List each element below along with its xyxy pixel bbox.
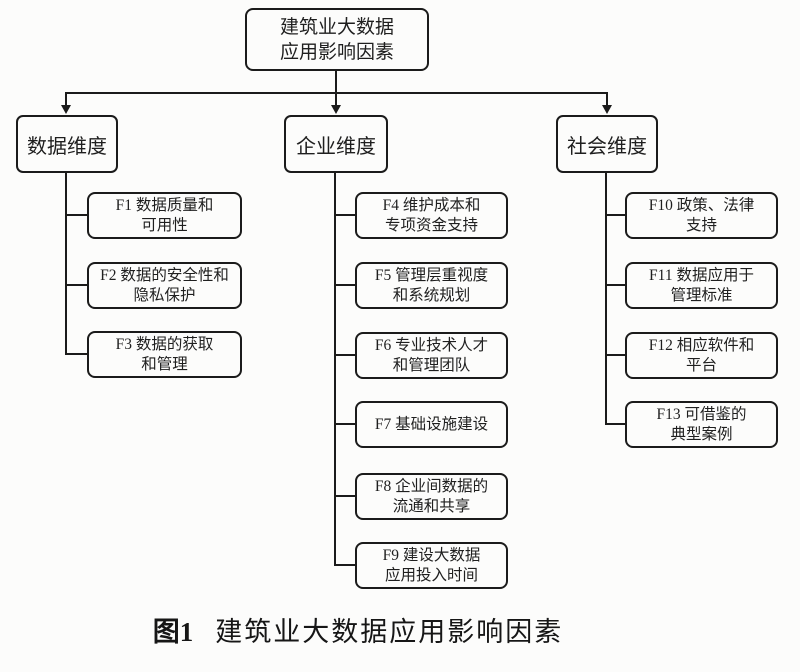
branch-label: 企业维度 bbox=[296, 135, 376, 158]
factor-label-line2: 流通和共享 bbox=[392, 497, 471, 515]
factor-label-line2: 平台 bbox=[685, 356, 717, 374]
connector-stub bbox=[605, 214, 626, 216]
factor-label-line1: F1 数据质量和 bbox=[115, 196, 214, 214]
factor-label-line2: 管理标准 bbox=[670, 286, 733, 304]
factor-label-line1: F5 管理层重视度 bbox=[374, 266, 489, 284]
factor-label-line2: 和系统规划 bbox=[392, 286, 471, 304]
factor-node-f1: F1 数据质量和 可用性 bbox=[87, 192, 242, 239]
factor-node-f6: F6 专业技术人才 和管理团队 bbox=[355, 332, 508, 379]
factor-node-f4: F4 维护成本和 专项资金支持 bbox=[355, 192, 508, 239]
branch-data-dimension: 数据维度 bbox=[16, 115, 118, 173]
factor-label-line1: F2 数据的安全性和 bbox=[100, 266, 229, 284]
factor-label-line1: F13 可借鉴的 bbox=[656, 405, 747, 423]
arrow-down-icon bbox=[331, 105, 341, 114]
connector-stub bbox=[334, 354, 356, 356]
arrow-down-icon bbox=[61, 105, 71, 114]
factor-label-line2: 应用投入时间 bbox=[384, 566, 478, 584]
branch-society-dimension: 社会维度 bbox=[556, 115, 658, 173]
figure-caption-number: 图1 bbox=[152, 617, 194, 647]
connector-stub bbox=[334, 214, 356, 216]
factor-node-f2: F2 数据的安全性和 隐私保护 bbox=[87, 262, 242, 309]
factor-label-line1: F7 基础设施建设 bbox=[374, 415, 489, 433]
connector-stub bbox=[65, 214, 88, 216]
root-label-line1: 建筑业大数据 bbox=[279, 16, 394, 38]
factor-label-line1: F11 数据应用于 bbox=[649, 266, 754, 284]
connector-trunk-enterprise bbox=[334, 173, 336, 566]
connector-stub bbox=[605, 284, 626, 286]
factor-node-f10: F10 政策、法律 支持 bbox=[625, 192, 778, 239]
branch-label: 社会维度 bbox=[567, 135, 647, 158]
factor-label-line2: 专项资金支持 bbox=[384, 216, 478, 234]
factor-label-line2: 可用性 bbox=[141, 216, 188, 234]
connector-stub bbox=[605, 354, 626, 356]
connector-stub bbox=[334, 564, 356, 566]
factor-node-f9: F9 建设大数据 应用投入时间 bbox=[355, 542, 508, 589]
connector-stub bbox=[334, 495, 356, 497]
connector-stub bbox=[334, 284, 356, 286]
factor-label-line2: 隐私保护 bbox=[133, 286, 196, 304]
factor-node-f8: F8 企业间数据的 流通和共享 bbox=[355, 473, 508, 520]
factor-node-f3: F3 数据的获取 和管理 bbox=[87, 331, 242, 378]
branch-label: 数据维度 bbox=[27, 135, 107, 158]
figure-caption-title: 建筑业大数据应用影响因素 bbox=[215, 617, 564, 647]
connector-stub bbox=[65, 284, 88, 286]
connector-trunk-society bbox=[605, 172, 607, 425]
factor-label-line1: F6 专业技术人才 bbox=[374, 336, 489, 354]
figure-caption: 图1 建筑业大数据应用影响因素 bbox=[0, 610, 716, 649]
connector-stem-enterprise bbox=[335, 92, 337, 106]
factor-label-line1: F3 数据的获取 bbox=[115, 335, 214, 353]
arrow-down-icon bbox=[602, 105, 612, 114]
factor-node-f12: F12 相应软件和 平台 bbox=[625, 332, 778, 379]
connector-stem-society bbox=[606, 92, 608, 106]
branch-enterprise-dimension: 企业维度 bbox=[284, 115, 388, 173]
factor-node-f11: F11 数据应用于 管理标准 bbox=[625, 262, 778, 309]
factor-label-line2: 和管理团队 bbox=[392, 356, 471, 374]
factor-node-f13: F13 可借鉴的 典型案例 bbox=[625, 401, 778, 448]
factor-node-f5: F5 管理层重视度 和系统规划 bbox=[355, 262, 508, 309]
factor-label-line2: 支持 bbox=[685, 216, 717, 234]
factor-label-line1: F12 相应软件和 bbox=[648, 336, 755, 354]
connector-root-stem bbox=[335, 71, 337, 93]
factor-label-line1: F8 企业间数据的 bbox=[374, 477, 489, 495]
factor-label-line2: 典型案例 bbox=[670, 425, 733, 443]
connector-stub bbox=[605, 423, 626, 425]
root-node: 建筑业大数据 应用影响因素 bbox=[245, 8, 429, 71]
factor-label-line1: F9 建设大数据 bbox=[382, 546, 481, 564]
connector-stem-data bbox=[65, 92, 67, 106]
root-label-line2: 应用影响因素 bbox=[279, 41, 394, 63]
connector-stub bbox=[334, 423, 356, 425]
connector-stub bbox=[65, 353, 88, 355]
connector-trunk-data bbox=[65, 172, 67, 355]
factor-label-line1: F4 维护成本和 bbox=[382, 196, 481, 214]
factor-node-f7: F7 基础设施建设 bbox=[355, 401, 508, 448]
factor-label-line2: 和管理 bbox=[141, 355, 188, 373]
factor-label-line1: F10 政策、法律 bbox=[648, 196, 755, 214]
